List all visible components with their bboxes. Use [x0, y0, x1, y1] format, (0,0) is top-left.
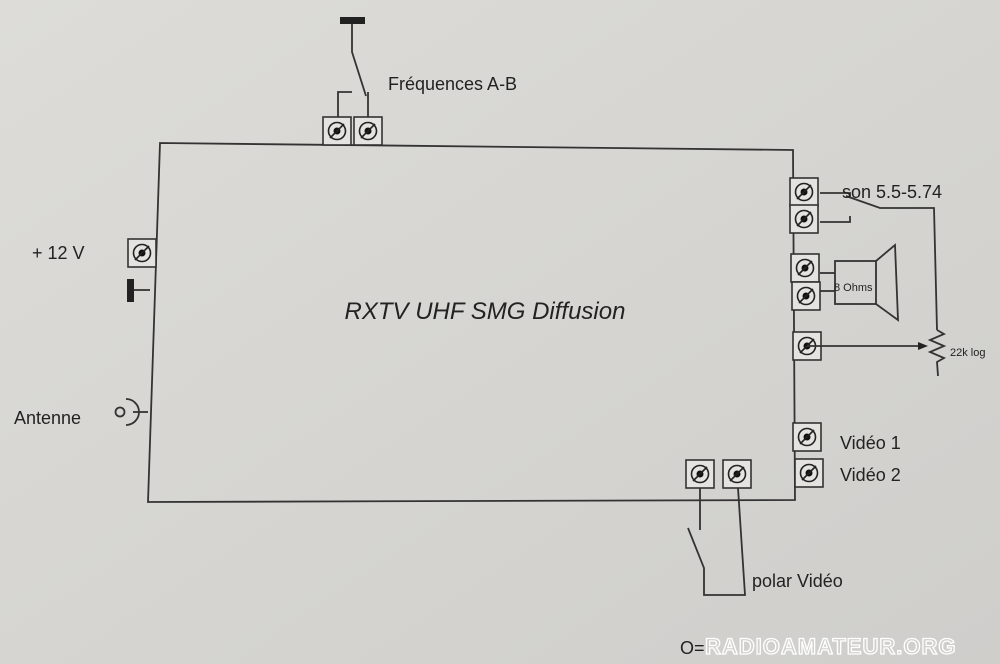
- terminal-video2: [794, 458, 824, 488]
- module-outline: [147, 142, 796, 503]
- terminal-polarity-b: [722, 459, 752, 489]
- battery-symbol: [127, 279, 150, 302]
- label-video1: Vidéo 1: [840, 433, 901, 453]
- terminal-speaker-a: [790, 253, 820, 283]
- label-potentiometer: 22k log: [950, 347, 985, 359]
- terminal-sound-a: [789, 177, 819, 207]
- terminal-video1: [792, 422, 822, 452]
- terminal-power: [127, 238, 157, 268]
- terminal-freq-b: [353, 116, 383, 146]
- speaker-icon: [820, 243, 899, 322]
- label-sound: son 5.5-5.74: [842, 182, 942, 202]
- watermark: RADIOAMATEUR.ORG: [705, 634, 956, 659]
- terminal-freq-a: [322, 116, 352, 146]
- polarity-switch: [687, 487, 746, 596]
- legend-partial: O=: [680, 638, 705, 658]
- antenna-connector-icon: [114, 398, 148, 426]
- label-antenna: Antenne: [14, 408, 81, 428]
- label-power: + 12 V: [32, 243, 85, 263]
- potentiometer-symbol: [807, 329, 947, 377]
- terminal-speaker-b: [791, 281, 821, 311]
- label-video2: Vidéo 2: [840, 465, 901, 485]
- label-frequencies: Fréquences A-B: [388, 74, 517, 94]
- sound-switch: [820, 192, 938, 331]
- module-title: RXTV UHF SMG Diffusion: [345, 298, 626, 325]
- label-polarity: polar Vidéo: [752, 571, 843, 591]
- terminal-polarity-a: [685, 459, 715, 489]
- terminal-sound-b: [789, 204, 819, 234]
- frequency-switch: [337, 17, 369, 117]
- label-speaker: 8 Ohms: [834, 282, 873, 294]
